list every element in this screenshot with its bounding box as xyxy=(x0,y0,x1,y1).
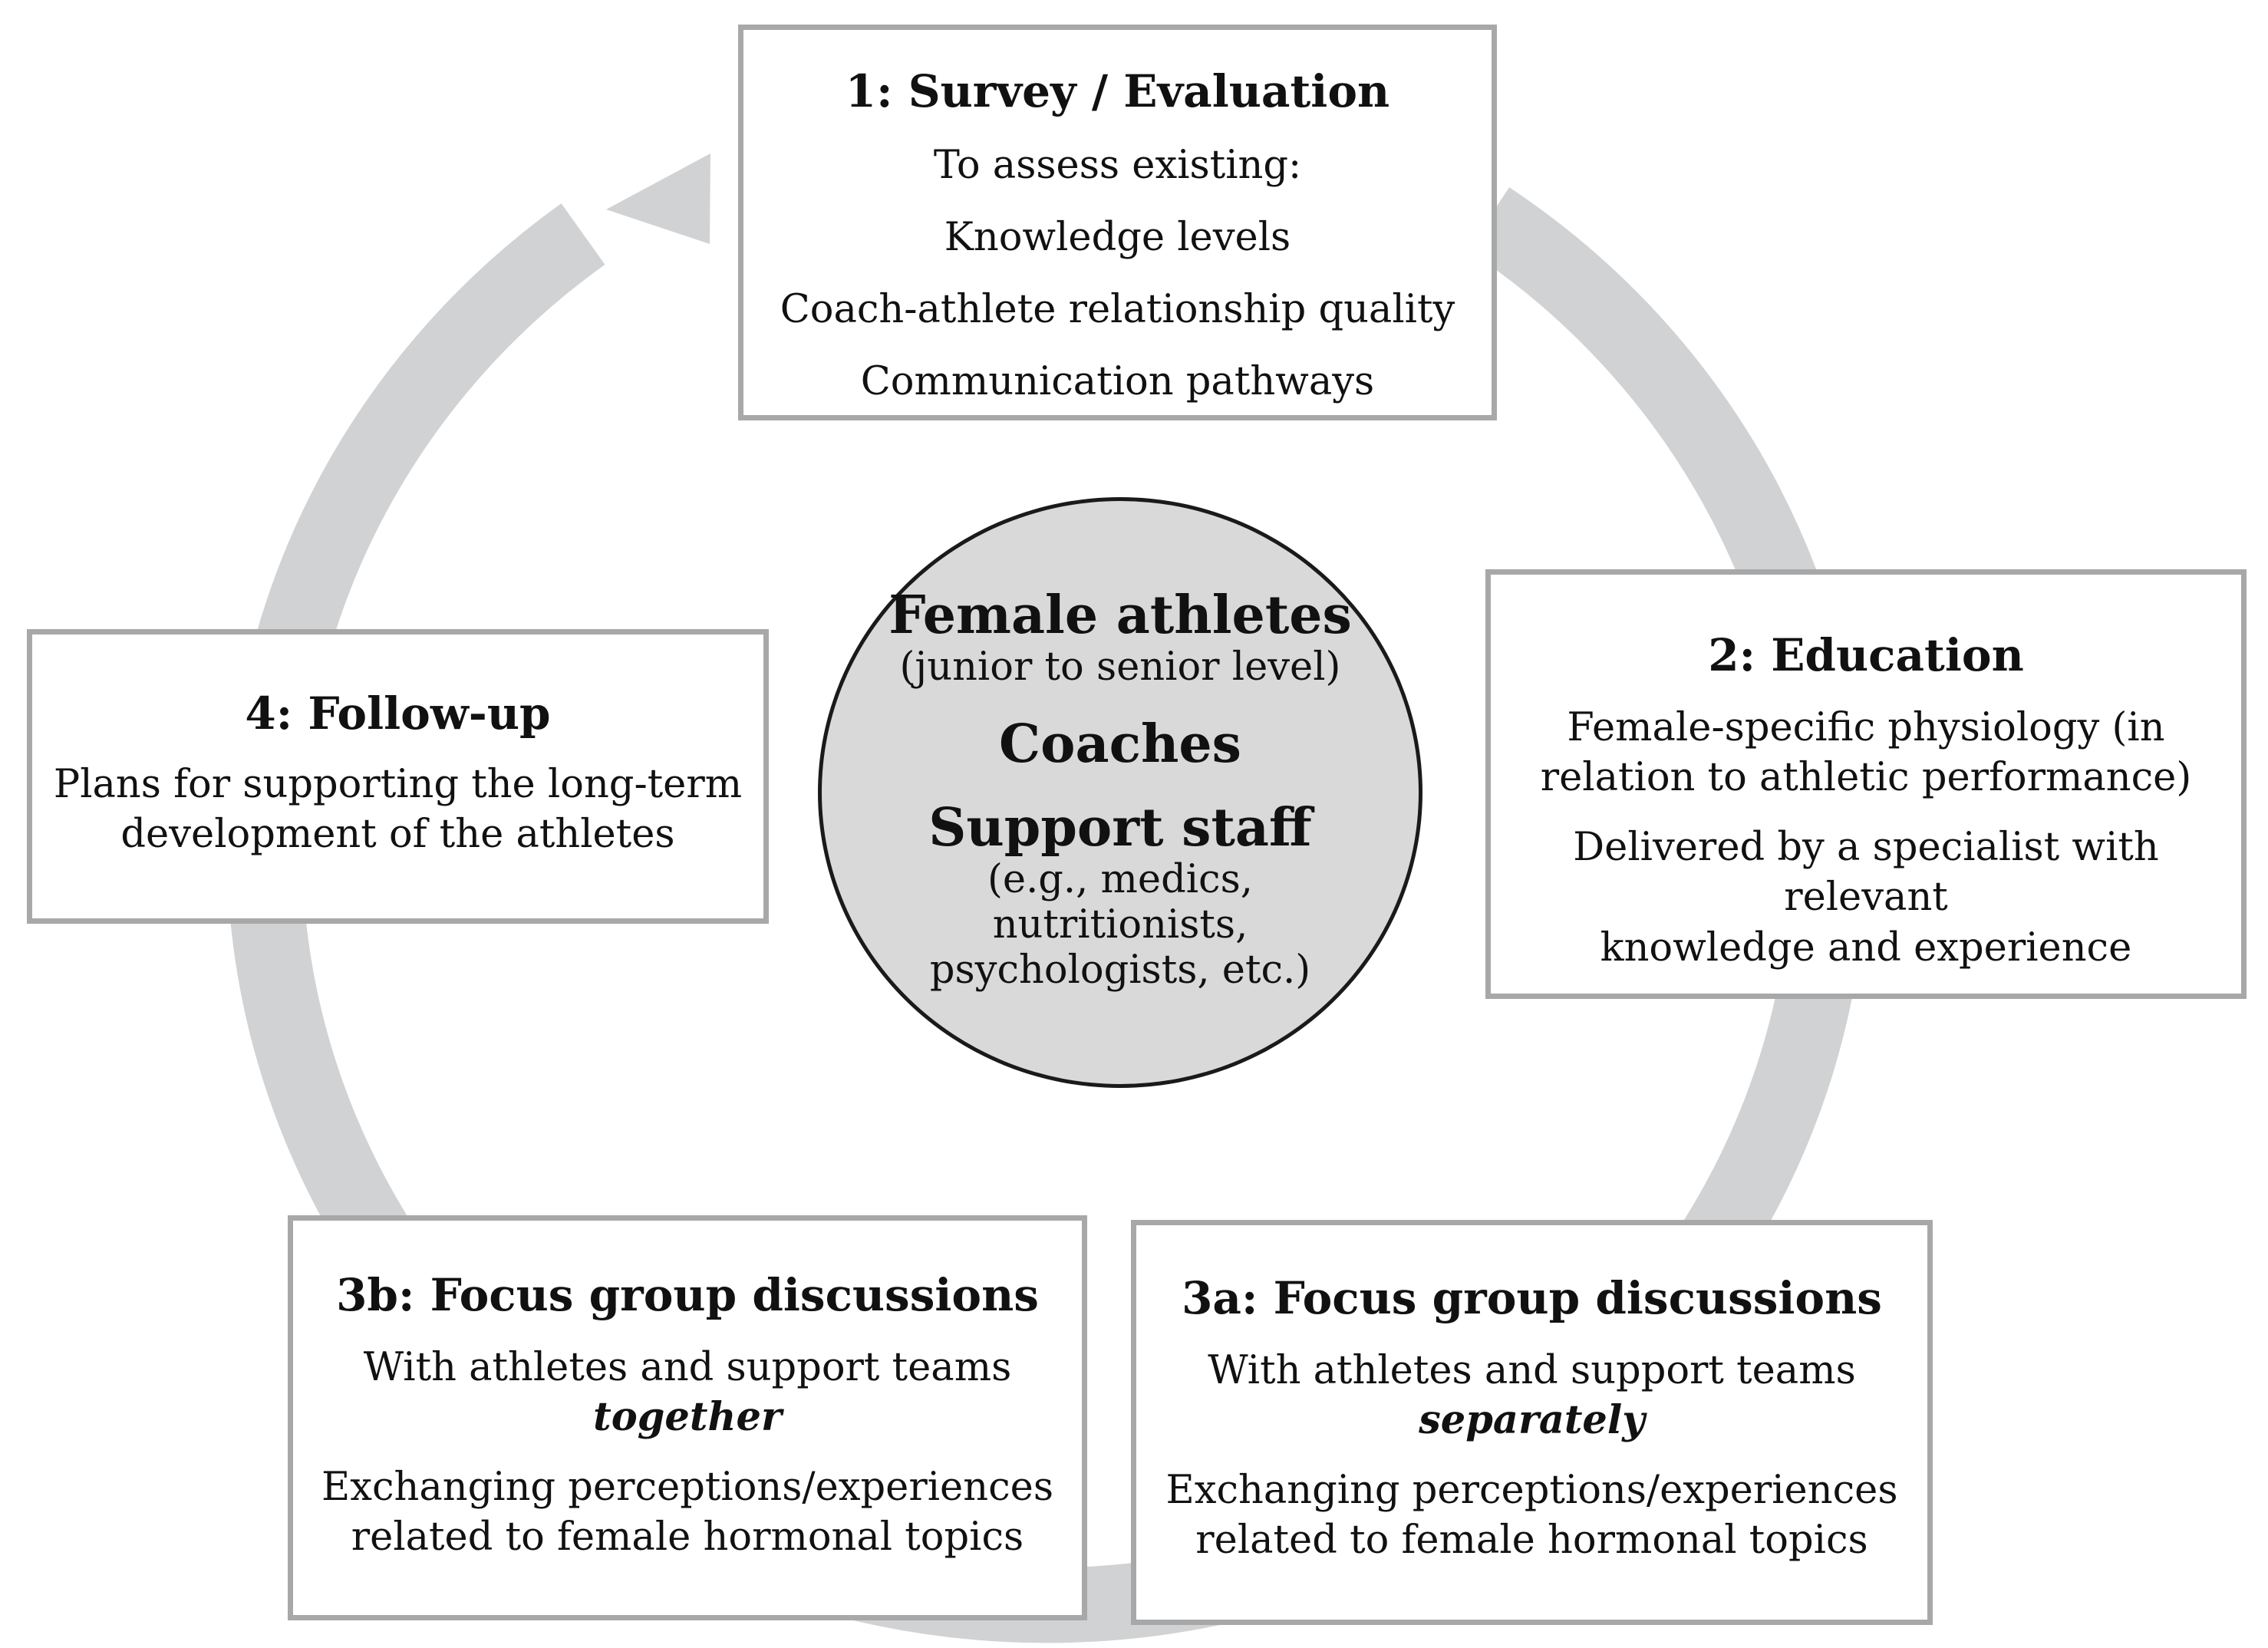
step-3b-line: With athletes and support teams xyxy=(363,1344,1012,1390)
center-coaches: Coaches xyxy=(999,713,1241,775)
center-support-staff: Support staff xyxy=(928,796,1312,859)
step-1-line: To assess existing: xyxy=(933,143,1302,188)
center-female-athletes-note: (junior to senior level) xyxy=(899,644,1341,690)
step-3b-focus-group-box: 3b: Focus group discussions With athlete… xyxy=(288,1215,1087,1620)
step-3a-emphasis: separately xyxy=(1419,1396,1645,1443)
center-support-staff-note: nutritionists, xyxy=(992,901,1248,948)
step-2-line: Delivered by a specialist with relevant xyxy=(1573,825,2159,921)
step-3b-line: Exchanging perceptions/experiences xyxy=(321,1465,1054,1511)
step-4-line: Plans for supporting the long-term xyxy=(53,761,743,807)
step-4-title: 4: Follow-up xyxy=(245,687,551,740)
step-3a-line: With athletes and support teams xyxy=(1208,1347,1856,1393)
step-3b-emphasis: together xyxy=(593,1393,782,1440)
step-2-title: 2: Education xyxy=(1708,629,2024,681)
step-3a-title: 3a: Focus group discussions xyxy=(1182,1272,1882,1324)
step-4-line: development of the athletes xyxy=(120,811,675,857)
step-2-line: relation to athletic performance) xyxy=(1540,754,2192,800)
step-1-title: 1: Survey / Evaluation xyxy=(845,65,1390,117)
step-1-line: Communication pathways xyxy=(860,359,1375,404)
step-3a-focus-group-box: 3a: Focus group discussions With athlete… xyxy=(1131,1220,1933,1625)
center-support-staff-note: (e.g., medics, xyxy=(987,856,1254,902)
step-1-survey-box: 1: Survey / Evaluation To assess existin… xyxy=(738,25,1497,420)
center-female-athletes: Female athletes xyxy=(888,585,1352,646)
step-2-education-box: 2: Education Female-specific physiology … xyxy=(1485,569,2247,999)
step-4-follow-up-box: 4: Follow-up Plans for supporting the lo… xyxy=(27,629,769,924)
step-2-line: Female-specific physiology (in xyxy=(1567,704,2165,750)
step-1-line: Knowledge levels xyxy=(944,215,1291,260)
cycle-arrowhead xyxy=(606,153,710,244)
step-3b-title: 3b: Focus group discussions xyxy=(336,1269,1039,1321)
step-3a-line: related to female hormonal topics xyxy=(1195,1518,1868,1564)
step-3a-line: Exchanging perceptions/experiences xyxy=(1165,1468,1898,1514)
step-1-line: Coach-athlete relationship quality xyxy=(780,287,1455,332)
step-2-line: knowledge and experience xyxy=(1600,925,2132,971)
step-3b-line: related to female hormonal topics xyxy=(351,1515,1024,1561)
center-participants-circle: Female athletes (junior to senior level)… xyxy=(818,497,1422,1088)
center-support-staff-note: psychologists, etc.) xyxy=(929,947,1311,993)
